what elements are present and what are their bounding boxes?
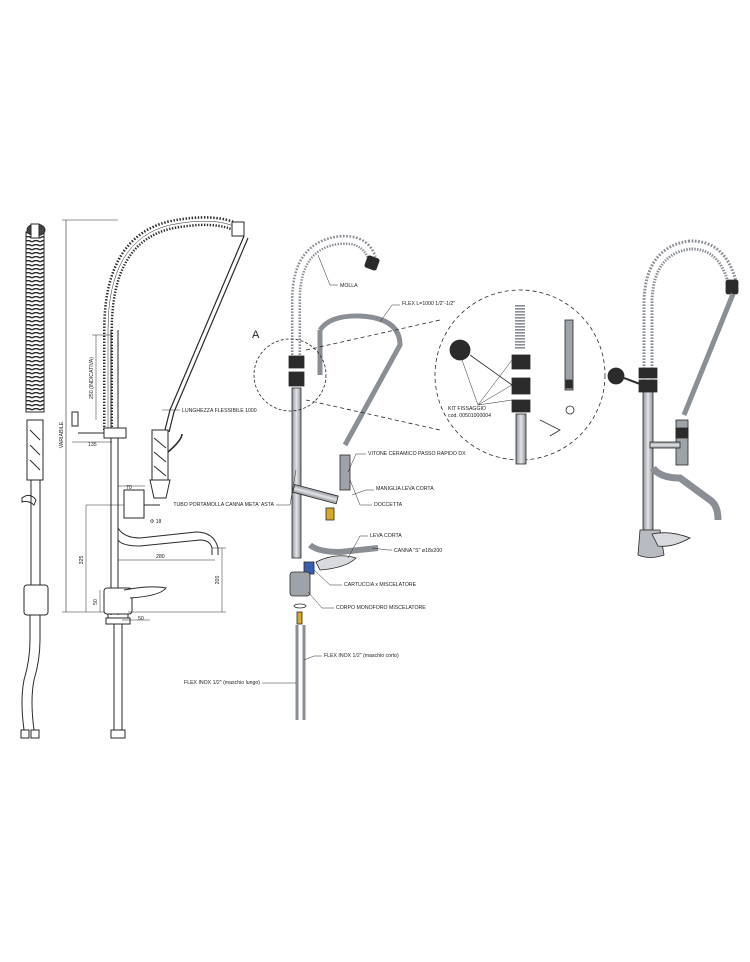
detail-pole [515, 413, 527, 465]
label-doccetta: DOCCETTA [374, 502, 403, 508]
leader-tubo [276, 469, 297, 506]
detail-nut-2 [511, 377, 531, 395]
exploded-nut-upper [288, 355, 305, 369]
detail-hook [539, 419, 561, 437]
render-bracket [649, 441, 681, 449]
dim-200-label: 200 [215, 576, 221, 585]
front-view-labels: VARIABILE 250 (INDICATIVA) 135 70 Φ 18 3… [59, 357, 257, 622]
side-mixer-body [23, 584, 49, 616]
front-spring-end-cap [231, 221, 245, 237]
leader-canna [371, 547, 392, 551]
label-canna: CANNA "S" ø18x200 [394, 548, 442, 554]
dim-50h-label: 50 [138, 616, 144, 622]
label-tubo: TUBO PORTAMOLLA CANNA META' ASTA [173, 502, 274, 508]
exploded-labels: MOLLA FLEX L=1000 1/2"-1/2" A VITONE CER… [173, 283, 491, 686]
dim-135-label: 135 [88, 442, 97, 448]
render-spring-cap [725, 279, 739, 295]
side-spray-detail [29, 429, 41, 471]
side-spray-lever [21, 494, 37, 506]
leader-maniglia [351, 489, 374, 496]
label-detail-a: A [252, 329, 260, 341]
front-hook-mount [123, 489, 145, 519]
exploded-spring-cap [364, 255, 380, 271]
leader-flex [379, 304, 400, 323]
render-spout [650, 465, 722, 521]
leader-cartuccia [313, 569, 342, 586]
detail-circle-a [253, 338, 327, 412]
leader-corpo [307, 591, 334, 609]
exploded-leaders [262, 254, 513, 684]
exploded-spray-head [339, 454, 351, 491]
detail-nut-1 [511, 354, 531, 370]
label-molla: MOLLA [340, 283, 358, 289]
exploded-flex [317, 313, 403, 447]
front-spout [117, 520, 213, 555]
dim-250-label: 250 (INDICATIVA) [89, 357, 95, 399]
exploded-mixer-body [289, 571, 311, 597]
front-spray-nozzle [149, 479, 171, 499]
detail-washer [565, 405, 575, 415]
detail-nut-3 [511, 399, 531, 413]
dim-70-label: 70 [126, 485, 132, 491]
label-kit-1: KIT FISSAGGIO [448, 406, 486, 412]
render-spring [642, 239, 738, 390]
label-corpo: CORPO MONOFORO MISCELATORE [336, 605, 426, 611]
render-view [607, 239, 739, 558]
exploded-ceramic-valve [325, 507, 335, 521]
detail-hose [564, 319, 574, 391]
side-spring-coil [25, 231, 45, 413]
front-mixer-body [103, 587, 133, 615]
label-leva: LEVA CORTA [370, 533, 402, 539]
dim-variabile-label: VARIABILE [59, 421, 65, 448]
leader-flex-corti [303, 655, 322, 661]
render-wall-plate [607, 367, 625, 385]
exploded-lever [315, 555, 357, 571]
exploded-view [253, 234, 606, 720]
dim-50v-label: 50 [93, 599, 99, 605]
detail-wall-plate [449, 339, 471, 361]
side-hose-right [31, 615, 41, 738]
render-lever [651, 532, 691, 547]
exploded-pole [291, 387, 302, 559]
label-kit-2: cod. 00501000004 [448, 413, 491, 419]
leader-vitone [347, 453, 366, 473]
render-nut-lower [638, 379, 658, 393]
dim-280-label: 280 [156, 554, 165, 560]
label-flex: FLEX L=1000 1/2"-1/2" [402, 301, 455, 307]
dim-18-label: Φ 18 [150, 519, 161, 525]
exploded-oring [293, 603, 307, 609]
exploded-nut-lower [288, 371, 305, 387]
label-vitone: VITONE CERAMICO PASSO RAPIDO DX [368, 451, 466, 457]
side-hanger [30, 223, 40, 239]
dim-325-label: 325 [79, 556, 85, 565]
front-flex-hose [164, 235, 245, 431]
side-hose-left [21, 615, 31, 738]
render-pole [642, 391, 654, 531]
render-flex [681, 293, 736, 416]
flex-length-label: LUNGHEZZA FLESSIBILE 1000 [182, 408, 257, 414]
leader-leva [347, 535, 368, 559]
label-flex-corti: FLEX INOX 1/2" (maschio corto) [324, 653, 399, 659]
label-flex-lunghi: FLEX INOX 1/2" (maschio lungo) [184, 680, 260, 686]
leader-kit [461, 359, 513, 406]
front-view [62, 216, 249, 739]
front-mixer-lever [123, 586, 167, 599]
leader-doccetta [349, 479, 372, 506]
label-cartuccia: CARTUCCIA x MISCELATORE [344, 582, 417, 588]
exploded-bracket [292, 483, 339, 505]
side-view [20, 223, 49, 739]
render-nut-upper [638, 367, 658, 379]
exploded-flex-brass [296, 611, 303, 625]
front-clamp [103, 427, 127, 439]
exploded-spout [308, 542, 379, 556]
front-spray-head [151, 429, 169, 481]
leader-molla [317, 254, 338, 286]
label-maniglia: MANIGLIA LEVA CORTA [376, 486, 434, 492]
front-spray-lever [167, 433, 183, 453]
